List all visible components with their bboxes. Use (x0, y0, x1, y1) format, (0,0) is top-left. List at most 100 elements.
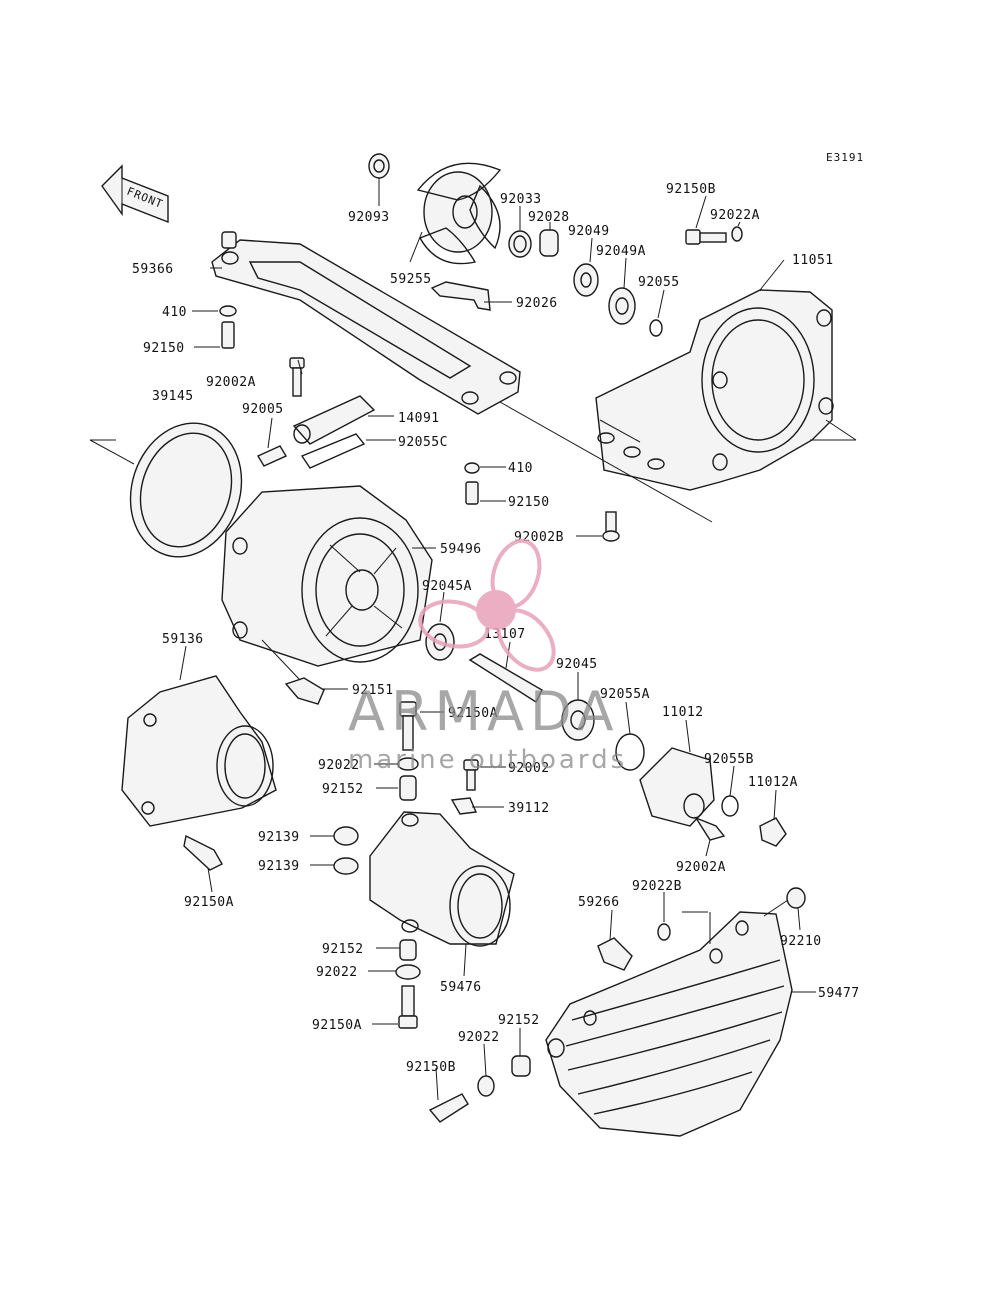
washer-92049A-part (608, 287, 636, 325)
plate-92026-part (430, 281, 491, 311)
collar-92152-b-part (399, 939, 417, 961)
bolt-92002A-bot-part (694, 816, 726, 841)
bolt-92002B-part (602, 511, 620, 542)
label-59476: 59476 (440, 980, 482, 995)
bolt-92150-part (221, 321, 235, 349)
plug-92210-part (786, 887, 806, 909)
label-92002: 92002 (508, 761, 550, 776)
label-410-mid: 410 (508, 461, 533, 476)
label-410-top: 410 (162, 305, 187, 320)
diagram-code: E3191 (826, 151, 864, 164)
label-92026: 92026 (516, 296, 558, 311)
label-59496: 59496 (440, 542, 482, 557)
label-92150-mid: 92150 (508, 495, 550, 510)
label-92002A-top: 92002A (206, 375, 256, 390)
watermark-brand: ARMADA (348, 680, 620, 743)
label-92022-a: 92022 (318, 758, 360, 773)
label-92139-b: 92139 (258, 859, 300, 874)
cover-59477-part (545, 911, 793, 1137)
propeller-logo-icon (418, 538, 556, 672)
label-92139-a: 92139 (258, 830, 300, 845)
ring-39145-part (89, 422, 243, 558)
label-59366: 59366 (132, 262, 174, 277)
label-92152-b: 92152 (322, 942, 364, 957)
label-92002A-bot: 92002A (676, 860, 726, 875)
label-92055: 92055 (638, 275, 680, 290)
label-92093: 92093 (348, 210, 390, 225)
nozzle-59476-part (369, 811, 515, 947)
impeller-59255-part (409, 162, 502, 265)
cap-14091-part (292, 395, 376, 445)
washer-92022-b-part (395, 964, 421, 980)
bolt-92150A-bot-part (398, 985, 418, 1029)
label-59477: 59477 (818, 986, 860, 1001)
collar-92152-a-part (399, 775, 417, 801)
label-92150B-bot: 92150B (406, 1060, 456, 1075)
label-92022-c: 92022 (458, 1030, 500, 1045)
label-59255: 59255 (390, 272, 432, 287)
housing-11051-part (595, 289, 834, 491)
bolt-92150A-mid-part (399, 701, 417, 751)
fitting-92005-part (256, 445, 288, 467)
washer-92022-c-part (477, 1075, 495, 1097)
shaft-13107-part (468, 653, 543, 704)
cone-11012-part (639, 747, 715, 827)
label-92150A-left: 92150A (184, 895, 234, 910)
mounting-plate-59366-part (211, 231, 521, 415)
label-92022-b: 92022 (316, 965, 358, 980)
bearing-92045-part (561, 699, 595, 741)
label-11012A: 11012A (748, 775, 798, 790)
label-14091: 14091 (398, 411, 440, 426)
bushing-92028-part (539, 229, 559, 257)
bolt-92150B-bot-part (428, 1093, 469, 1123)
label-92210: 92210 (780, 934, 822, 949)
bolt-92150A-left-part (183, 834, 223, 871)
label-92150A-mid: 92150A (448, 706, 498, 721)
label-39145: 39145 (152, 389, 194, 404)
label-92055B: 92055B (704, 752, 754, 767)
part-labels: 92093 92033 92028 92049 92049A 92055 921… (132, 182, 860, 1075)
label-92152-c: 92152 (498, 1013, 540, 1028)
label-92055A: 92055A (600, 687, 650, 702)
cap-11012A-part (759, 817, 787, 847)
label-92049: 92049 (568, 224, 610, 239)
label-39112: 39112 (508, 801, 550, 816)
watermark: ARMADA marine outboards (348, 538, 624, 775)
rubber-92139-a-part (333, 826, 359, 846)
clip-39112-part (450, 797, 478, 815)
label-92033: 92033 (500, 192, 542, 207)
label-92055C: 92055C (398, 435, 448, 450)
label-92151: 92151 (352, 683, 394, 698)
label-59266: 59266 (578, 895, 620, 910)
pump-case-59496-part (221, 485, 433, 667)
leader-lines (179, 195, 857, 1101)
washer-410-part (219, 305, 237, 317)
label-92022A: 92022A (710, 208, 760, 223)
label-59136: 59136 (162, 632, 204, 647)
bolt-92002A-part (289, 357, 305, 397)
front-arrow-icon: FRONT (101, 164, 169, 224)
label-11051: 11051 (792, 253, 834, 268)
bolt-92002-part (463, 759, 479, 791)
label-92049A: 92049A (596, 244, 646, 259)
bolt-92151-part (284, 677, 325, 705)
bolt-92150-mid-part (465, 481, 479, 505)
collar-92033-part (508, 230, 532, 258)
label-92150B-top: 92150B (666, 182, 716, 197)
drain-59266-part (597, 937, 633, 971)
label-92045A: 92045A (422, 579, 472, 594)
oring-92055C-part (300, 433, 366, 469)
label-92150-top: 92150 (143, 341, 185, 356)
bolt-92150B-part (685, 229, 727, 245)
washer-92022A-part (731, 226, 743, 242)
nut-92093-part (368, 153, 390, 206)
stay-59136-part (121, 675, 277, 827)
label-92022B: 92022B (632, 879, 682, 894)
washer-92022B-part (657, 923, 671, 941)
label-92045: 92045 (556, 657, 598, 672)
washer-92049-part (573, 263, 599, 297)
label-92028: 92028 (528, 210, 570, 225)
oring-92055B-part (721, 795, 739, 817)
label-92150A-bot: 92150A (312, 1018, 362, 1033)
label-13107: 13107 (484, 627, 526, 642)
